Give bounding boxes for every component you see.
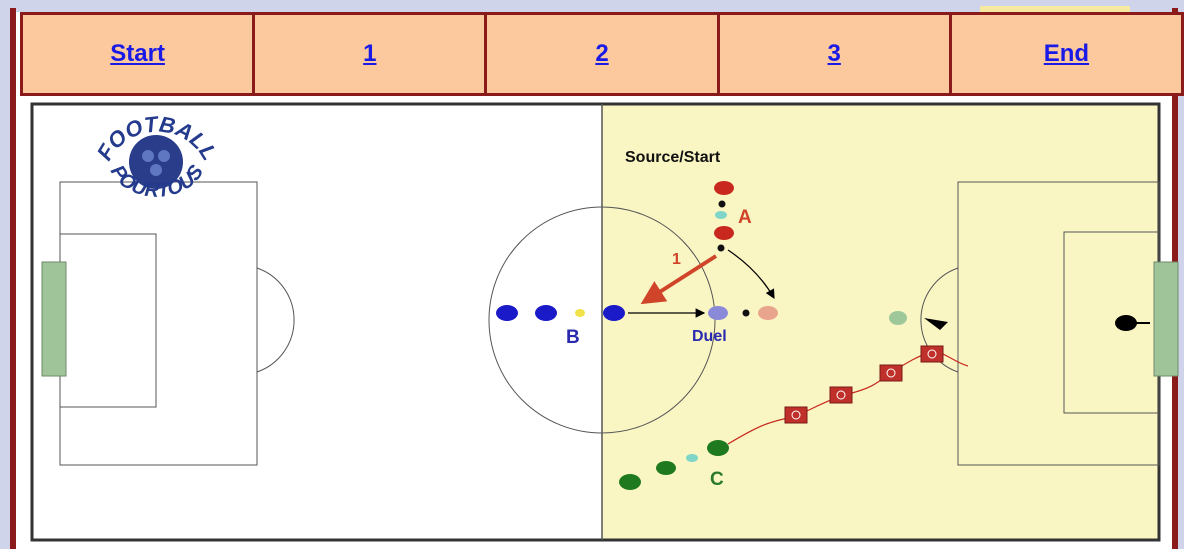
nav-link-step-2[interactable]: 2 (595, 40, 609, 67)
cone-b (575, 309, 585, 317)
cone-a (715, 211, 727, 219)
pass-number-label: 1 (672, 251, 681, 268)
player-a-2 (714, 226, 734, 240)
player-b-1 (496, 305, 518, 321)
run-arrow-a (727, 249, 775, 300)
center-circle (488, 206, 716, 434)
nav-cell-end[interactable]: End (951, 15, 1184, 93)
player-a-1 (714, 181, 734, 195)
logo-ball-icon (129, 135, 183, 189)
duel-player-a (758, 306, 778, 320)
pass-arrow (640, 254, 718, 305)
player-label-b: B (566, 327, 580, 348)
dribble-marker-2 (829, 386, 853, 404)
dribble-markers (784, 345, 944, 424)
pitch-svg: FOOTBALL POURTOUS Source/Start A B Duel … (30, 102, 1179, 542)
right-penalty-arc (920, 267, 959, 373)
window-frame-left (0, 0, 12, 549)
player-b-2 (535, 305, 557, 321)
player-b-3 (603, 305, 625, 321)
nav-link-start[interactable]: Start (110, 40, 165, 67)
nav-cell-start[interactable]: Start (20, 15, 256, 93)
left-border-stripe (10, 8, 16, 549)
nav-cell-step-2[interactable]: 2 (487, 15, 720, 93)
player-label-a: A (738, 207, 752, 228)
window-frame-top (0, 0, 1184, 12)
pitch-right-half (602, 104, 1159, 540)
top-accent-bar (980, 6, 1130, 12)
pitch-left-half (32, 104, 602, 540)
duel-player-b (708, 306, 728, 320)
nav-link-step-1[interactable]: 1 (363, 40, 377, 67)
right-goal (1153, 261, 1179, 377)
direction-arrowhead (924, 318, 948, 330)
left-goal (41, 261, 67, 377)
dribble-marker-3 (879, 364, 903, 382)
duel-label: Duel (692, 328, 727, 345)
source-start-label: Source/Start (625, 149, 721, 166)
nav-cell-step-1[interactable]: 1 (255, 15, 488, 93)
player-label-c: C (710, 469, 724, 490)
player-c-1 (619, 474, 641, 490)
nav-link-end[interactable]: End (1043, 40, 1090, 67)
player-c-2 (656, 461, 676, 475)
dribble-marker-1 (784, 406, 808, 424)
nav-cell-step-3[interactable]: 3 (719, 15, 952, 93)
goalkeeper-marker (889, 311, 907, 325)
duel-ball (742, 309, 750, 317)
dribble-marker-4 (920, 345, 944, 363)
goalkeeper-player (1115, 315, 1137, 331)
ball-a (718, 200, 726, 208)
ball-a-2 (717, 244, 725, 252)
pitch-diagram: FOOTBALL POURTOUS Source/Start A B Duel … (28, 100, 1180, 549)
left-penalty-arc (256, 267, 295, 373)
step-navigation: Start 1 2 3 End (20, 12, 1184, 96)
nav-link-step-3[interactable]: 3 (827, 40, 841, 67)
cone-c (686, 454, 698, 462)
player-c-3 (707, 440, 729, 456)
